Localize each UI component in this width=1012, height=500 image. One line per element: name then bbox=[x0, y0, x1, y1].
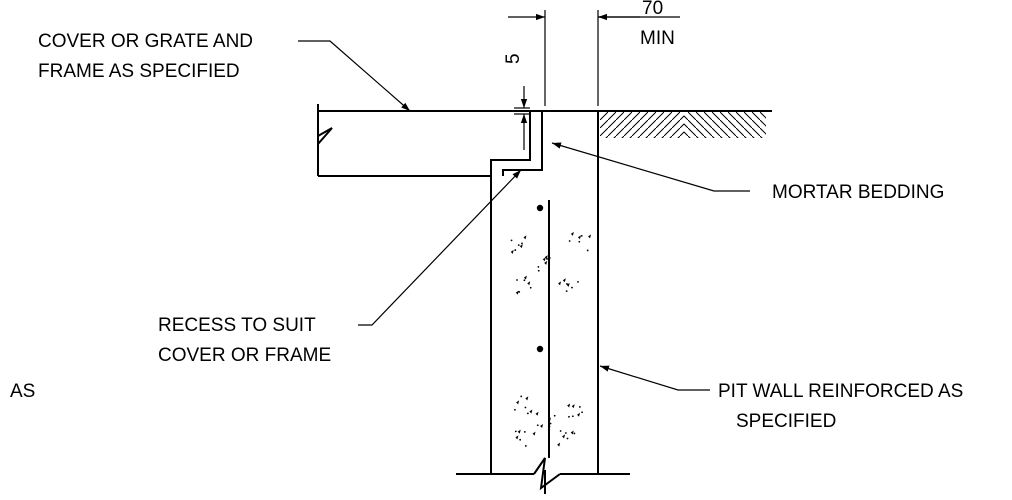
pit-wall-label-line2: SPECIFIED bbox=[736, 411, 836, 432]
aggregate-dot bbox=[548, 257, 551, 259]
aggregate-dot bbox=[586, 249, 589, 252]
aggregate-dot bbox=[514, 430, 517, 433]
aggregate-chip bbox=[525, 396, 529, 401]
edge-dimension-value: 70 bbox=[642, 0, 663, 19]
aggregate-dot bbox=[521, 242, 523, 245]
cover-label-line1: COVER OR GRATE AND bbox=[38, 31, 253, 52]
aggregate-chip bbox=[523, 275, 527, 280]
pit-wall-callout: PIT WALL REINFORCED AS SPECIFIED bbox=[599, 365, 963, 432]
aggregate-dot bbox=[568, 415, 570, 418]
recess-callout: RECESS TO SUIT COVER OR FRAME bbox=[158, 169, 522, 366]
aggregate-dot bbox=[520, 395, 523, 398]
concrete-aggregate bbox=[510, 231, 592, 447]
aggregate-chip bbox=[529, 409, 533, 414]
aggregate-dot bbox=[578, 406, 581, 408]
aggregate-dot bbox=[537, 266, 540, 268]
aggregate-chip bbox=[515, 290, 519, 295]
aggregate-dot bbox=[518, 291, 521, 293]
aggregate-chip bbox=[558, 281, 562, 286]
aggregate-chip bbox=[562, 278, 566, 283]
aggregate-chip bbox=[523, 235, 527, 240]
aggregate-dot bbox=[537, 269, 540, 272]
aggregate-chip bbox=[542, 257, 546, 262]
cover-label-line2: FRAME AS SPECIFIED bbox=[38, 61, 240, 82]
aggregate-dot bbox=[559, 430, 562, 432]
aggregate-dot bbox=[526, 412, 529, 415]
aggregate-dot bbox=[553, 414, 556, 417]
stray-label: AS bbox=[10, 381, 35, 402]
aggregate-chip bbox=[577, 412, 581, 417]
pit-wall-label-line1: PIT WALL REINFORCED AS bbox=[718, 381, 963, 402]
slab-break-line bbox=[317, 127, 333, 145]
aggregate-chip bbox=[535, 411, 539, 416]
pit-wall bbox=[456, 110, 630, 494]
aggregate-dot bbox=[577, 280, 579, 283]
aggregate-chip bbox=[557, 442, 561, 447]
aggregate-dot bbox=[548, 425, 551, 428]
aggregate-dot bbox=[514, 249, 517, 251]
aggregate-chip bbox=[566, 282, 570, 287]
reinforcement bbox=[536, 200, 550, 458]
aggregate-dot bbox=[536, 424, 539, 427]
aggregate-dot bbox=[581, 411, 583, 414]
aggregate-dot bbox=[510, 239, 513, 242]
aggregate-dot bbox=[566, 283, 568, 285]
aggregate-dot bbox=[564, 432, 567, 434]
mortar-label: MORTAR BEDDING bbox=[772, 182, 944, 203]
aggregate-dot bbox=[566, 437, 569, 440]
aggregate-chip bbox=[544, 260, 548, 265]
aggregate-chip bbox=[577, 235, 581, 240]
recess-label-line2: COVER OR FRAME bbox=[158, 345, 331, 366]
aggregate-chip bbox=[547, 417, 551, 422]
aggregate-chip bbox=[570, 430, 574, 435]
ground-surface bbox=[598, 110, 772, 138]
aggregate-chip bbox=[515, 435, 519, 440]
aggregate-dot bbox=[523, 279, 526, 282]
aggregate-dot bbox=[516, 279, 518, 281]
aggregate-dot bbox=[571, 415, 574, 418]
cover-callout: COVER OR GRATE AND FRAME AS SPECIFIED bbox=[38, 31, 411, 112]
aggregate-chip bbox=[527, 281, 531, 286]
aggregate-chip bbox=[588, 234, 592, 239]
aggregate-dot bbox=[519, 438, 522, 441]
aggregate-dot bbox=[529, 286, 532, 289]
mortar-callout: MORTAR BEDDING bbox=[551, 142, 944, 203]
aggregate-dot bbox=[568, 240, 571, 242]
aggregate-chip bbox=[519, 244, 523, 249]
aggregate-dot bbox=[517, 244, 520, 247]
cover-slab bbox=[317, 104, 530, 177]
aggregate-dot bbox=[523, 431, 526, 433]
aggregate-dot bbox=[580, 234, 583, 237]
edge-dimension: 70 MIN bbox=[508, 0, 680, 106]
aggregate-dot bbox=[546, 258, 548, 260]
aggregate-chip bbox=[516, 400, 520, 405]
aggregate-chip bbox=[510, 249, 514, 254]
aggregate-chip bbox=[571, 404, 575, 409]
aggregate-dot bbox=[571, 286, 573, 289]
aggregate-chip bbox=[517, 429, 521, 434]
aggregate-dot bbox=[578, 240, 581, 243]
aggregate-dot bbox=[549, 422, 552, 425]
aggregate-chip bbox=[570, 231, 574, 236]
aggregate-chip bbox=[567, 403, 571, 408]
aggregate-dot bbox=[514, 408, 516, 411]
aggregate-chip bbox=[532, 431, 536, 436]
aggregate-chip bbox=[540, 423, 544, 428]
bedding-dimension-label: 5 bbox=[503, 53, 524, 64]
frame-recess bbox=[490, 110, 545, 176]
aggregate-dot bbox=[524, 445, 527, 447]
aggregate-dot bbox=[573, 432, 576, 435]
recess-label-line1: RECESS TO SUIT bbox=[158, 315, 316, 336]
aggregate-dot bbox=[565, 290, 568, 292]
aggregate-chip bbox=[562, 434, 566, 439]
aggregate-dot bbox=[524, 406, 527, 409]
bedding-dimension: 5 bbox=[503, 53, 530, 150]
edge-dimension-unit: MIN bbox=[640, 28, 675, 49]
